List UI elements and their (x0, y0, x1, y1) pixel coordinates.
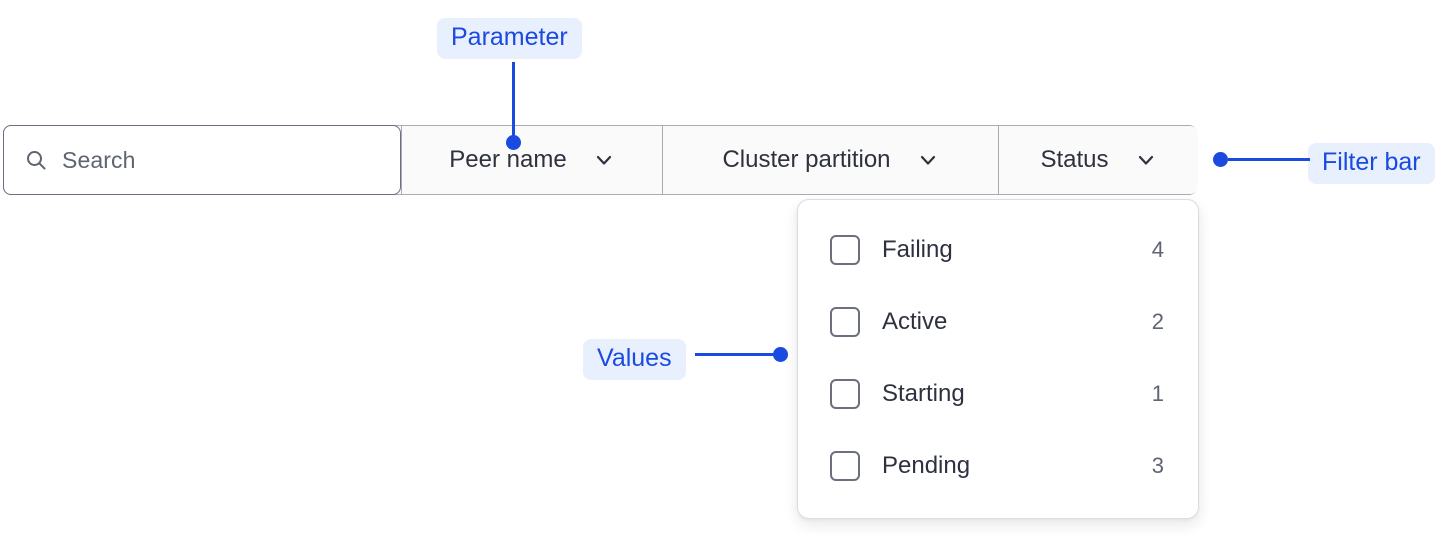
filter-dropdown-label: Peer name (449, 146, 567, 173)
annotation-leader-line (512, 62, 515, 144)
annotation-anchor-dot (1213, 152, 1228, 167)
checkbox[interactable] (830, 307, 860, 337)
checkbox[interactable] (830, 379, 860, 409)
filter-dropdown-peer-name[interactable]: Peer name (401, 126, 662, 194)
filter-bar: Search Peer name Cluster partition Statu… (3, 125, 1198, 195)
search-placeholder: Search (62, 146, 136, 173)
filter-dropdown-label: Cluster partition (722, 146, 891, 173)
annotation-leader-line (695, 353, 783, 356)
search-icon (24, 148, 48, 172)
list-item-label: Starting (882, 380, 965, 407)
list-item-count: 1 (1151, 381, 1164, 406)
annotation-anchor-dot (506, 135, 521, 150)
chevron-down-icon (917, 149, 939, 171)
list-item[interactable]: Starting 1 (798, 358, 1198, 430)
list-item-label: Failing (882, 236, 953, 263)
list-item-label: Active (882, 308, 948, 335)
list-item-count: 2 (1151, 309, 1164, 334)
annotation-anchor-dot (773, 347, 788, 362)
checkbox[interactable] (830, 235, 860, 265)
annotation-label-filter-bar: Filter bar (1308, 143, 1435, 184)
chevron-down-icon (593, 149, 615, 171)
filter-dropdown-label: Status (1040, 146, 1109, 173)
filter-dropdown-status[interactable]: Status (998, 126, 1198, 194)
status-filter-dropdown-panel: Failing 4 Active 2 Starting 1 Pending 3 (797, 199, 1199, 519)
list-item-count: 4 (1151, 237, 1164, 262)
annotation-label-values: Values (583, 339, 686, 380)
annotation-label-parameter: Parameter (437, 18, 582, 59)
filter-dropdown-cluster-partition[interactable]: Cluster partition (662, 126, 998, 194)
list-item[interactable]: Pending 3 (798, 430, 1198, 502)
checkbox[interactable] (830, 451, 860, 481)
list-item-count: 3 (1151, 453, 1164, 478)
chevron-down-icon (1135, 149, 1157, 171)
list-item[interactable]: Active 2 (798, 286, 1198, 358)
search-input[interactable]: Search (3, 125, 401, 195)
list-item-label: Pending (882, 452, 971, 479)
annotation-leader-line (1228, 158, 1310, 161)
list-item[interactable]: Failing 4 (798, 214, 1198, 286)
